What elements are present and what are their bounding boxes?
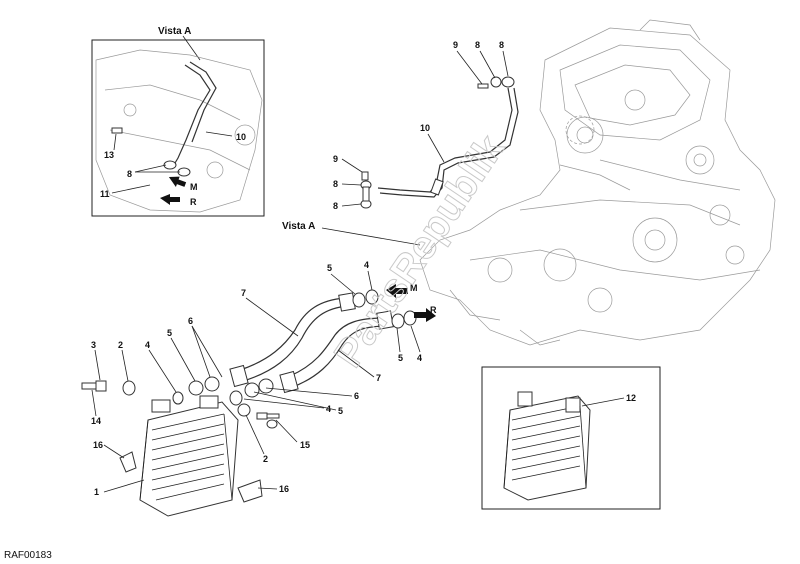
label-4-upper: 4 (364, 260, 369, 270)
watermark: PartsRepublik (326, 127, 513, 375)
label-2-upper: 2 (118, 340, 123, 350)
label-7-lower: 7 (376, 373, 381, 383)
label-8-top-b: 8 (499, 40, 504, 50)
label-2-lower: 2 (263, 454, 268, 464)
label-4-left: 4 (145, 340, 150, 350)
label-10-inset: 10 (236, 132, 246, 142)
oil-cooler (119, 395, 263, 517)
label-4-right: 4 (326, 404, 331, 414)
label-8-mid-b: 8 (333, 201, 338, 211)
label-11: 11 (100, 189, 110, 199)
label-16-upper: 16 (93, 440, 103, 450)
label-7-upper: 7 (241, 288, 246, 298)
label-16-lower: 16 (279, 484, 289, 494)
engine-block (419, 19, 776, 346)
label-1: 1 (94, 487, 99, 497)
arrow-m-label: M (410, 283, 418, 293)
arrow-r-label: R (430, 305, 437, 315)
label-5-upper: 5 (327, 263, 332, 273)
label-15: 15 (300, 440, 310, 450)
label-5-left: 5 (167, 328, 172, 338)
arrow-m-label-inset: M (190, 182, 198, 192)
label-9-top: 9 (453, 40, 458, 50)
label-5-right: 5 (338, 406, 343, 416)
flow-arrow-r-inset (160, 194, 180, 205)
oil-breather-pipe (360, 76, 519, 209)
arrow-r-label-inset: R (190, 197, 197, 207)
vista-a-title: Vista A (158, 26, 191, 37)
label-13: 13 (104, 150, 114, 160)
vista-a-callout: Vista A (282, 221, 315, 232)
drawing-code: RAF00183 (4, 550, 52, 561)
flow-arrow-m (386, 284, 408, 298)
label-8-mid-a: 8 (333, 179, 338, 189)
label-6-left: 6 (188, 316, 193, 326)
label-4-lower: 4 (417, 353, 422, 363)
label-8-inset: 8 (127, 169, 132, 179)
label-9-mid: 9 (333, 154, 338, 164)
label-8-top-a: 8 (475, 40, 480, 50)
label-5-lower: 5 (398, 353, 403, 363)
flow-arrow-m-inset (168, 176, 187, 187)
o-ring-upper-right (352, 292, 366, 308)
vista-a-inset: Vista A 10 13 8 11 M R (91, 26, 265, 217)
label-6-right: 6 (354, 391, 359, 401)
label-14: 14 (91, 416, 101, 426)
detail-inset-12 (481, 366, 661, 510)
flow-arrow-r (414, 308, 436, 322)
label-12: 12 (626, 393, 636, 403)
o-ring-lower-right (391, 313, 405, 329)
label-3: 3 (91, 340, 96, 350)
label-10-main: 10 (420, 123, 430, 133)
